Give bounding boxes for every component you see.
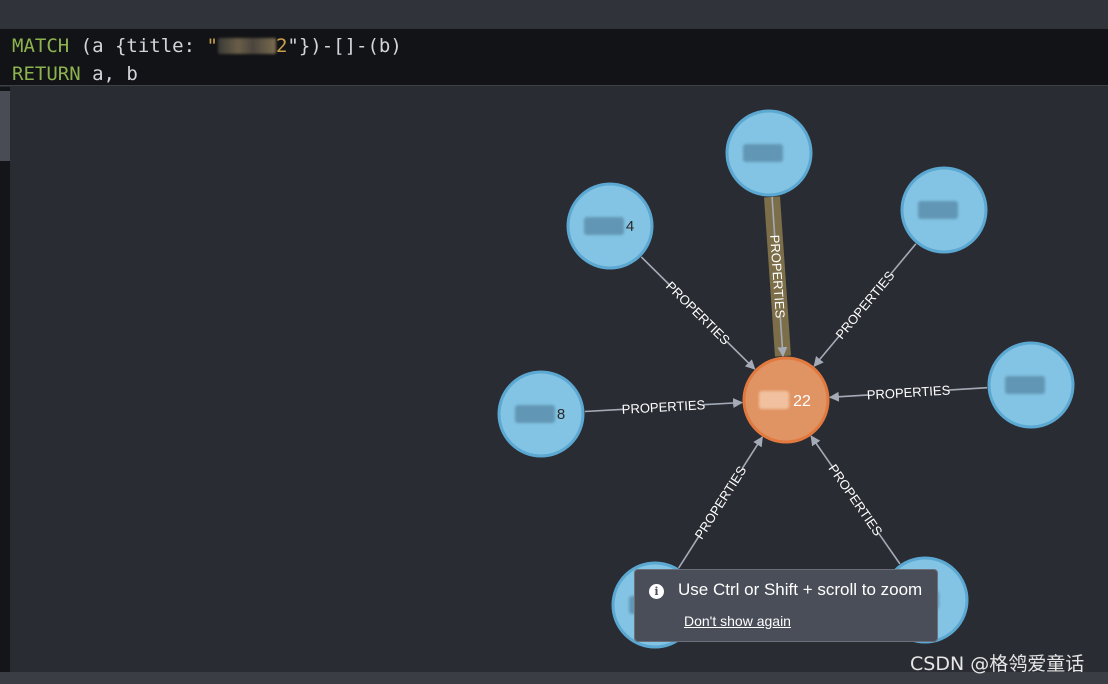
node-n-top[interactable] (725, 109, 813, 197)
relationship-arrow (703, 398, 744, 409)
relationship-line (771, 196, 776, 237)
return-vars: a, b (80, 63, 138, 85)
query-pattern-start: (a {title: (69, 35, 207, 57)
node-caption: 4 (626, 218, 634, 235)
relationship-label: PROPERTIES (866, 382, 951, 402)
info-icon: i (649, 584, 664, 599)
keyword-return: RETURN (12, 63, 81, 85)
redacted-title-blur (217, 38, 276, 54)
relationship-label: PROPERTIES (663, 278, 733, 348)
top-toolbar (0, 0, 1108, 29)
relationship-label: PROPERTIES (825, 461, 885, 538)
relationship-label: PROPERTIES (692, 463, 750, 542)
relationship-line (877, 532, 901, 565)
relationship-line (948, 386, 988, 391)
relationship-n-lower-right[interactable]: PROPERTIES (810, 435, 901, 565)
relationship-line (640, 256, 671, 286)
redacted-label-blur (1005, 376, 1045, 394)
relationship-arrow (725, 340, 756, 370)
relationship-n-left[interactable]: PROPERTIES (584, 397, 744, 417)
relationship-arrow (828, 391, 869, 402)
relationship-arrow (777, 316, 788, 358)
redacted-label-blur (918, 201, 958, 219)
node-n-right[interactable] (987, 341, 1075, 429)
node-caption: 8 (557, 406, 565, 423)
relationship-label: PROPERTIES (833, 268, 898, 342)
relationship-label: PROPERTIES (621, 397, 706, 417)
node-n-upper-left[interactable]: 4 (566, 182, 654, 270)
relationship-line (678, 535, 700, 569)
zoom-hint-toast: i Use Ctrl or Shift + scroll to zoom Don… (634, 569, 938, 642)
relationship-n-top[interactable]: PROPERTIES (764, 196, 791, 358)
relationship-n-upper-left[interactable]: PROPERTIES (640, 256, 756, 370)
dont-show-again-link[interactable]: Don't show again (684, 613, 791, 629)
redacted-label-blur (759, 391, 789, 409)
bottom-bar (0, 672, 1108, 684)
keyword-match: MATCH (12, 35, 70, 57)
string-visible-suffix: 2 (275, 35, 288, 57)
relationship-label: PROPERTIES (767, 234, 788, 319)
center-node-caption: 22 (793, 393, 811, 410)
relationship-arrow (810, 435, 834, 468)
left-scroll-rail (0, 87, 10, 672)
relationship-n-upper-right[interactable]: PROPERTIES (813, 243, 917, 367)
cypher-query-editor[interactable]: MATCH (a {title: " 2"})-[]-(b) RETURN a, … (0, 29, 1108, 86)
redacted-label-blur (584, 217, 624, 235)
nodes-layer: 4 8 22 (497, 109, 1075, 649)
relationship-arrow (741, 436, 763, 470)
query-pattern-end: "})-[]-(b) (287, 35, 402, 57)
relationship-n-right[interactable]: PROPERTIES (828, 382, 988, 403)
relationship-line (889, 243, 917, 275)
watermark: CSDN @格鸰爱童话 (910, 653, 1085, 675)
redacted-label-blur (743, 144, 783, 162)
relationship-n-lower-left[interactable]: PROPERTIES (678, 436, 763, 569)
toast-message: Use Ctrl or Shift + scroll to zoom (678, 580, 923, 599)
redacted-label-blur (515, 405, 555, 423)
node-center[interactable]: 22 (742, 356, 830, 444)
node-n-upper-right[interactable] (900, 166, 988, 254)
relationship-line (584, 408, 624, 413)
string-quote-open: " (206, 35, 218, 57)
scrollbar-thumb[interactable] (0, 91, 10, 161)
relationship-arrow (813, 335, 841, 367)
node-n-left[interactable]: 8 (497, 370, 585, 458)
